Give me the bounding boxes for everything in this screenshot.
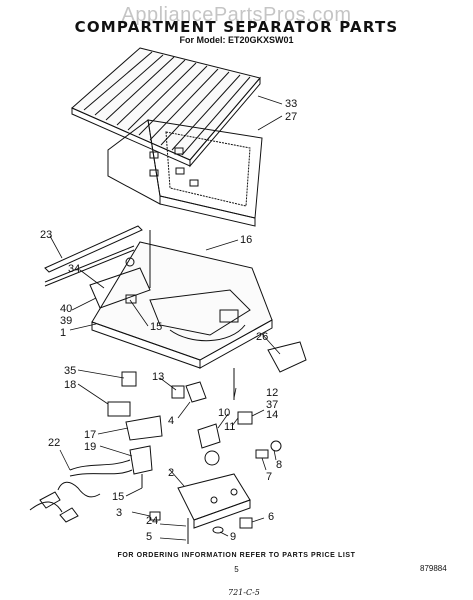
callout-3: 3 bbox=[116, 507, 122, 519]
watermark: AppliancePartsPros.com bbox=[121, 4, 352, 26]
callout-37: 37 bbox=[266, 399, 278, 411]
callout-23: 23 bbox=[40, 229, 52, 241]
callout-12: 12 bbox=[266, 387, 278, 399]
damper-parts bbox=[171, 368, 253, 425]
callout-22: 22 bbox=[48, 437, 60, 449]
callout-24: 24 bbox=[146, 515, 158, 527]
leader-lines bbox=[49, 95, 283, 541]
callout-13: 13 bbox=[152, 371, 164, 383]
callout-16: 16 bbox=[240, 234, 252, 246]
callout-34: 34 bbox=[68, 263, 80, 275]
control-parts bbox=[107, 371, 163, 488]
callout-39: 39 bbox=[60, 315, 72, 327]
small-hardware bbox=[149, 440, 282, 544]
callout-19: 19 bbox=[84, 441, 96, 453]
callout-11: 11 bbox=[224, 421, 235, 433]
document-number: 879884 bbox=[420, 564, 447, 573]
handwritten-note: 721-C-5 bbox=[228, 588, 260, 597]
callout-26: 26 bbox=[256, 331, 268, 343]
callout-40: 40 bbox=[60, 303, 72, 315]
callout-10: 10 bbox=[218, 407, 230, 419]
duct-assembly bbox=[89, 257, 151, 309]
callout-27: 27 bbox=[285, 111, 297, 123]
wiring-harness bbox=[29, 459, 133, 523]
callout-1: 1 bbox=[60, 327, 66, 339]
ordering-note: FOR ORDERING INFORMATION REFER TO PARTS … bbox=[117, 552, 356, 559]
callout-15: 15 bbox=[112, 491, 124, 503]
insulation-piece bbox=[267, 341, 307, 373]
callout-8: 8 bbox=[276, 459, 282, 471]
callout-9: 9 bbox=[230, 531, 236, 543]
callout-17: 17 bbox=[84, 429, 96, 441]
callout-33: 33 bbox=[285, 98, 297, 110]
page-title: COMPARTMENT SEPARATOR PARTS bbox=[74, 18, 399, 36]
page-number: 5 bbox=[234, 565, 239, 574]
callout-2: 2 bbox=[168, 467, 174, 479]
callout-7: 7 bbox=[266, 471, 272, 483]
callout-6: 6 bbox=[268, 511, 274, 523]
callout-18: 18 bbox=[64, 379, 76, 391]
separator-plate bbox=[91, 230, 273, 369]
callout-14: 14 bbox=[266, 409, 278, 421]
callout-15: 15 bbox=[150, 321, 162, 333]
callout-4: 4 bbox=[168, 415, 174, 427]
trim-strip bbox=[44, 225, 143, 287]
callout-35: 35 bbox=[64, 365, 76, 377]
model-number: For Model: ET20GKXSW01 bbox=[179, 35, 294, 45]
control-housing bbox=[177, 381, 251, 529]
callout-5: 5 bbox=[146, 531, 152, 543]
separator-frame bbox=[107, 119, 263, 227]
grille-cover bbox=[71, 47, 261, 168]
